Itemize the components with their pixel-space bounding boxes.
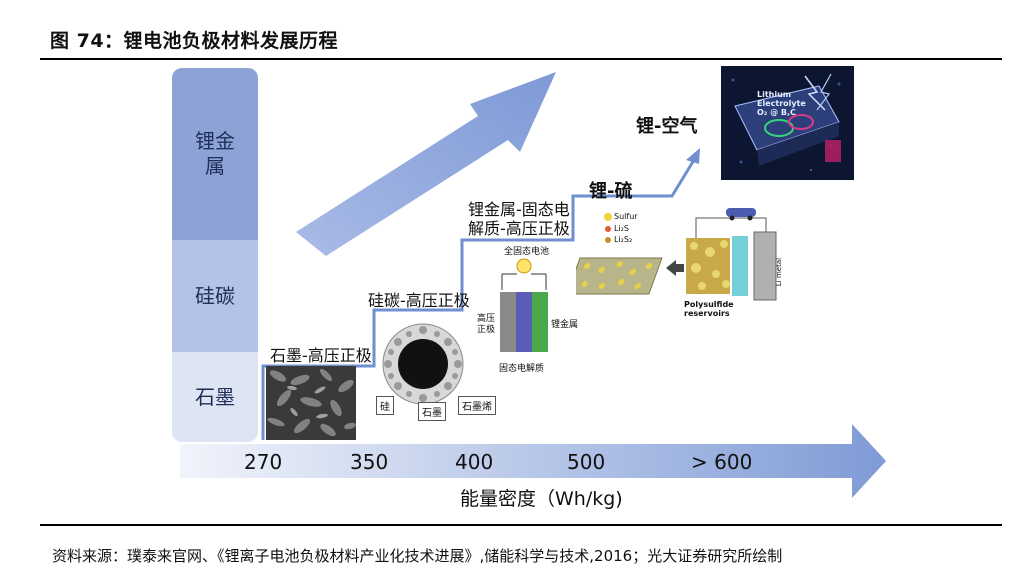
li-s-legend-li2s: Li₂S <box>614 224 629 233</box>
li-s-reservoir-line1: Polysulfide <box>684 300 734 309</box>
level-lithium-metal: 锂金 属 <box>172 68 258 240</box>
solid-state-left-line1: 高压 <box>477 314 496 324</box>
li-air-text-line1: Lithium <box>757 90 792 99</box>
level-silicon-carbon: 硅碳 <box>172 240 258 352</box>
label-graphite-particle: 石墨 <box>418 402 446 421</box>
solid-state-battery-image <box>500 258 548 352</box>
trend-arrow <box>296 72 556 256</box>
li-s-metal-label: Li metal <box>775 257 784 287</box>
li-s-legend-sulfur: Sulfur <box>614 212 638 221</box>
solid-state-left-label: 高压 正极 <box>477 314 495 336</box>
level-lithium-metal-line2: 属 <box>205 154 225 178</box>
stage-solid-state-line1: 锂金属-固态电 <box>468 200 570 219</box>
stage-lithium-air-label: 锂-空气 <box>636 116 698 137</box>
solid-state-left-line2: 正极 <box>477 325 496 335</box>
level-silicon-carbon-label: 硅碳 <box>195 283 235 308</box>
axis-tick-270: 270 <box>244 450 283 474</box>
bottom-rule <box>40 524 1002 526</box>
stage-solid-state-label: 锂金属-固态电 解质-高压正极 <box>468 200 570 238</box>
solid-state-right-label: 锂金属 <box>551 320 579 330</box>
silicon-carbon-particle-image <box>382 323 464 405</box>
level-lithium-metal-line1: 锂金 <box>195 129 235 153</box>
li-air-text-line2: Electrolyte <box>757 99 806 108</box>
li-air-text: Lithium Electrolyte O₂ @ B,C <box>757 90 806 117</box>
progress-step-arrowhead <box>686 148 700 164</box>
label-silicon: 硅 <box>376 396 394 415</box>
stage-graphite-label: 石墨-高压正极 <box>270 346 372 365</box>
lithium-sulfur-image <box>576 208 777 301</box>
li-s-reservoir-label: Polysulfide reservoirs <box>684 300 734 318</box>
axis-tick-600: > 600 <box>691 450 753 474</box>
axis-tick-500: 500 <box>567 450 606 474</box>
solid-state-bottom-label: 固态电解质 <box>499 364 545 374</box>
level-graphite-label: 石墨 <box>195 384 235 409</box>
li-air-text-line3: O₂ @ B,C <box>757 108 796 117</box>
figure-source: 资料来源：璞泰来官网、《锂离子电池负极材料产业化技术进展》,储能科学与技术,20… <box>52 547 783 565</box>
label-graphene: 石墨烯 <box>458 396 496 415</box>
solid-state-top-label: 全固态电池 <box>504 247 550 257</box>
li-s-legend-li2s2: Li₂S₂ <box>614 235 633 244</box>
lithium-air-image <box>721 66 854 180</box>
level-graphite: 石墨 <box>172 352 258 442</box>
axis-tick-350: 350 <box>350 450 389 474</box>
stage-solid-state-line2: 解质-高压正极 <box>468 219 570 238</box>
top-rule <box>40 58 1002 60</box>
li-s-reservoir-line2: reservoirs <box>684 309 730 318</box>
axis-tick-400: 400 <box>455 450 494 474</box>
stage-lithium-sulfur-label: 锂-硫 <box>589 181 633 202</box>
figure-title: 图 74：锂电池负极材料发展历程 <box>50 30 339 52</box>
energy-axis-arrow <box>180 424 886 498</box>
graphite-sem-image <box>266 366 356 440</box>
axis-label: 能量密度（Wh/kg) <box>460 488 623 510</box>
stage-silicon-carbon-label: 硅碳-高压正极 <box>368 291 470 310</box>
